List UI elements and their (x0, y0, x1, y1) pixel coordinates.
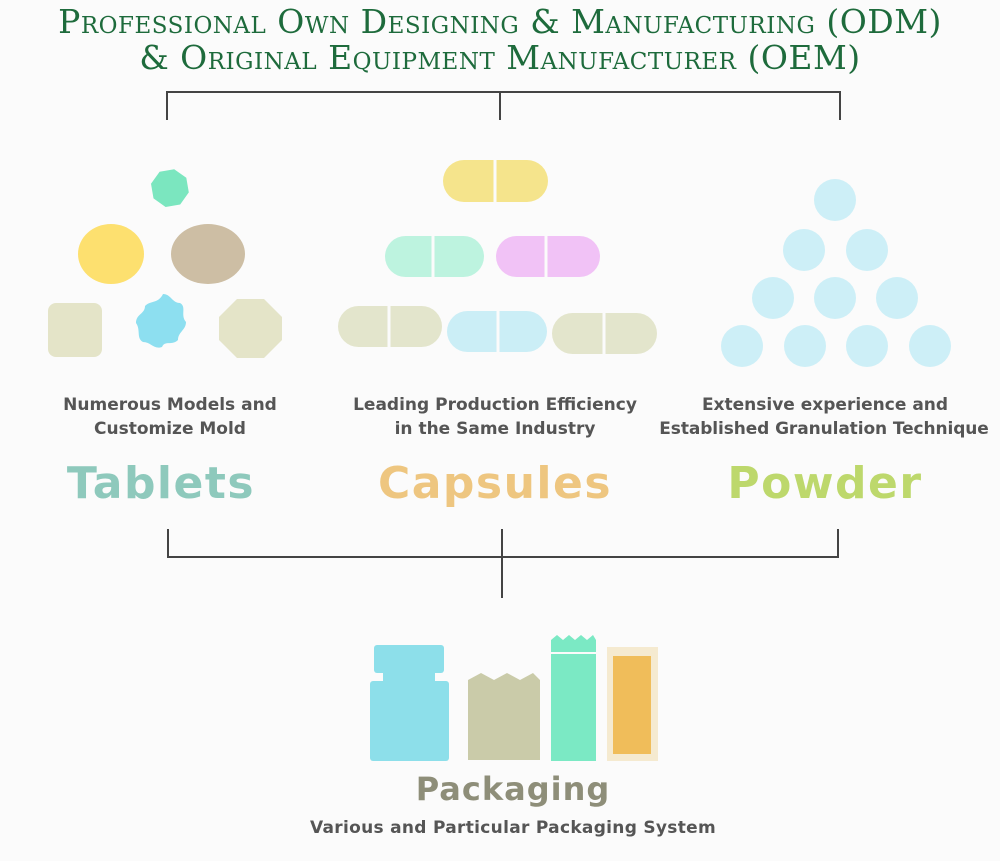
capsules-heading: Capsules (377, 458, 613, 509)
powder-description-line-1: Extensive experience and (701, 395, 949, 415)
packaging-description: Various and Particular Packaging System (309, 818, 716, 838)
tablets-description-line-2: Customize Mold (94, 419, 246, 439)
capsule-mint (385, 236, 484, 277)
title-line-1: Professional Own Designing & Manufacturi… (58, 2, 942, 41)
tablet-flower-blue (136, 294, 186, 348)
tablet-square-beige (48, 303, 102, 357)
title-line-2: & Original Equipment Manufacturer (OEM) (139, 38, 861, 77)
tablet-octagon-green (151, 169, 189, 207)
capsule-beige-right (552, 313, 657, 354)
powder-description-line-2: Established Granulation Technique (659, 419, 989, 439)
stick-package (551, 635, 596, 761)
packaging-illustration (370, 635, 658, 761)
powder-granule (721, 325, 763, 367)
sachet-package (607, 647, 658, 761)
capsule-beige-left (338, 306, 442, 347)
powder-granule (784, 325, 826, 367)
pouch-package (468, 673, 540, 760)
powder-granule (876, 277, 918, 319)
powder-granule (783, 229, 825, 271)
powder-heading: Powder (727, 458, 923, 509)
tablet-octagon-beige (219, 299, 282, 358)
capsules-illustration (338, 160, 657, 354)
powder-granule (909, 325, 951, 367)
tablets-illustration (48, 169, 282, 358)
capsules-description-line-1: Leading Production Efficiency (353, 395, 637, 415)
tablet-oval-brown (171, 224, 245, 284)
tablets-description-line-1: Numerous Models and (63, 395, 277, 415)
bottom-connector (167, 529, 839, 598)
top-connector (166, 91, 841, 120)
capsule-pink (496, 236, 600, 277)
bottle-package (370, 645, 449, 761)
tablets-heading: Tablets (66, 458, 256, 509)
packaging-heading: Packaging (415, 770, 611, 808)
powder-granule (814, 179, 856, 221)
powder-illustration (721, 179, 951, 367)
powder-granule (846, 229, 888, 271)
capsule-yellow (443, 160, 548, 202)
capsules-description-line-2: in the Same Industry (394, 419, 596, 439)
powder-granule (814, 277, 856, 319)
powder-granule (846, 325, 888, 367)
powder-granule (752, 277, 794, 319)
tablet-round-yellow (78, 224, 144, 284)
capsule-blue (447, 311, 547, 352)
